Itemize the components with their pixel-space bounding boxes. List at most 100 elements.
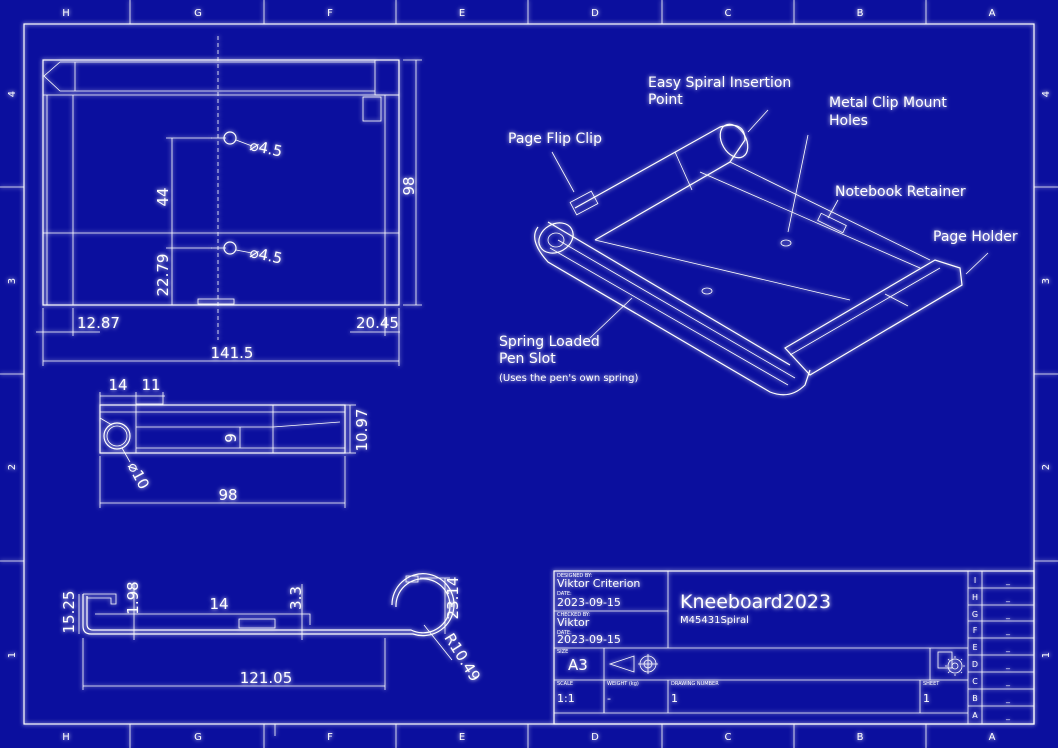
dim-profile-length: 121.05	[240, 669, 293, 687]
revision-value: _	[1005, 576, 1011, 585]
revision-value: _	[1005, 711, 1011, 720]
zone-col-g: G	[194, 732, 202, 743]
dim-hook-height: 23.14	[444, 577, 462, 620]
callout-easy-spiral-1: Easy Spiral Insertion	[648, 75, 791, 91]
dim-side-length: 98	[218, 486, 237, 504]
revision-value: _	[1005, 677, 1011, 686]
callouts: Easy Spiral Insertion Point Metal Clip M…	[499, 75, 1018, 384]
checked-by-label: CHECKED BY:	[557, 612, 590, 618]
zone-col-d: D	[591, 8, 599, 19]
sheet-label: SHEET	[923, 681, 940, 687]
revision-letter-f: F	[973, 626, 978, 635]
zone-row-2: 2	[1041, 464, 1052, 470]
revision-letter-g: G	[972, 610, 978, 619]
zone-row-2: 2	[7, 464, 18, 470]
revision-letter-a: A	[972, 711, 978, 720]
dim-hook-radius: R10.49	[440, 630, 484, 685]
zone-col-f: F	[327, 732, 333, 743]
dim-slot: 9	[222, 433, 240, 443]
zone-col-h: H	[62, 732, 70, 743]
top-view: ⌀4.5 ⌀4.5 44 22.79 98 12.87 20.45 141.5	[36, 36, 422, 366]
zone-col-d: D	[591, 732, 599, 743]
zone-col-c: C	[725, 732, 732, 743]
dim-mid-thickness: 3.3	[287, 586, 305, 610]
date-label-2: DATE:	[557, 630, 572, 636]
date-label-1: DATE:	[557, 591, 572, 597]
callout-notebook-retainer: Notebook Retainer	[835, 184, 966, 200]
zone-col-f: F	[327, 8, 333, 19]
dim-mid-width: 14	[209, 595, 228, 613]
zone-col-b: B	[857, 732, 864, 743]
revision-value: _	[1005, 694, 1011, 703]
zone-labels-left: 4 3 2 1	[7, 91, 18, 658]
revision-value: _	[1005, 610, 1011, 619]
zone-labels-right: 4 3 2 1	[1041, 91, 1052, 658]
zone-col-b: B	[857, 8, 864, 19]
zone-row-4: 4	[7, 91, 18, 97]
dim-left-inset: 12.87	[77, 314, 120, 332]
zone-row-3: 3	[7, 278, 18, 284]
drawing-number: 1	[671, 692, 678, 705]
dim-right-inset: 20.45	[356, 314, 399, 332]
callout-easy-spiral-2: Point	[648, 92, 683, 108]
zone-col-a: A	[989, 732, 996, 743]
drawing-subtitle: M45431Spiral	[680, 615, 749, 626]
side-view: ⌀10 14 11 9 10.97 98	[99, 376, 371, 508]
scale-label: SCALE	[557, 681, 573, 687]
dim-left-a: 14	[108, 376, 127, 394]
checked-by: Viktor	[557, 616, 590, 629]
zone-row-3: 3	[1041, 278, 1052, 284]
zone-col-g: G	[194, 8, 202, 19]
sheet-number: 1	[923, 692, 930, 705]
zone-col-e: E	[459, 732, 465, 743]
callout-page-holder: Page Holder	[933, 229, 1018, 245]
revision-letter-b: B	[972, 694, 978, 703]
dim-side-height: 10.97	[353, 409, 371, 452]
zone-row-1: 1	[7, 652, 18, 658]
revision-letter-c: C	[972, 677, 978, 686]
callout-leaders	[551, 109, 989, 339]
zone-col-h: H	[62, 8, 70, 19]
projection-symbol-icon	[608, 654, 658, 674]
zone-row-4: 4	[1041, 91, 1052, 97]
revision-letter-h: H	[972, 593, 978, 602]
designed-by-label: DESIGNED BY:	[557, 573, 592, 579]
callout-page-flip: Page Flip Clip	[508, 131, 602, 147]
zone-col-e: E	[459, 8, 465, 19]
revision-letter-e: E	[972, 643, 977, 652]
designed-by: Viktor Criterion	[557, 577, 640, 590]
zone-col-c: C	[725, 8, 732, 19]
scale: 1:1	[557, 692, 575, 705]
dim-height: 98	[400, 176, 418, 195]
zone-labels-top: H G F E D C B A	[62, 8, 995, 19]
design-date: 2023-09-15	[557, 596, 621, 609]
zone-labels-bottom: H G F E D C B A	[62, 732, 995, 743]
title-block: DESIGNED BY: Viktor Criterion DATE: 2023…	[553, 570, 1035, 725]
callout-spring-pen-2: Pen Slot	[499, 351, 556, 367]
dim-hole-lower: ⌀4.5	[248, 243, 284, 267]
pen-slot-circle	[103, 422, 131, 450]
revision-value: _	[1005, 660, 1011, 669]
isometric-view	[534, 123, 963, 396]
dim-lip-height: 15.25	[60, 591, 78, 634]
dim-lip-thickness: 1.98	[124, 581, 142, 614]
checked-date: 2023-09-15	[557, 633, 621, 646]
gear-icon	[937, 651, 965, 676]
revision-letter-d: D	[972, 660, 978, 669]
callout-spring-note: (Uses the pen's own spring)	[499, 373, 638, 384]
dim-hole-upper: ⌀4.5	[248, 136, 284, 160]
dim-width: 141.5	[211, 344, 254, 362]
callout-metal-clip-2: Holes	[829, 113, 868, 129]
weight: -	[607, 692, 611, 705]
drawing-title: Kneeboard2023	[680, 591, 831, 613]
callout-metal-clip-1: Metal Clip Mount	[829, 95, 947, 111]
zone-col-a: A	[989, 8, 996, 19]
dim-hole-spacing: 44	[154, 187, 172, 206]
callout-spring-pen-1: Spring Loaded	[499, 334, 600, 350]
sheet-size: A3	[568, 656, 588, 674]
dim-pen-diameter: ⌀10	[124, 459, 153, 492]
revision-value: _	[1005, 626, 1011, 635]
weight-label: WEIGHT (kg)	[607, 681, 639, 687]
